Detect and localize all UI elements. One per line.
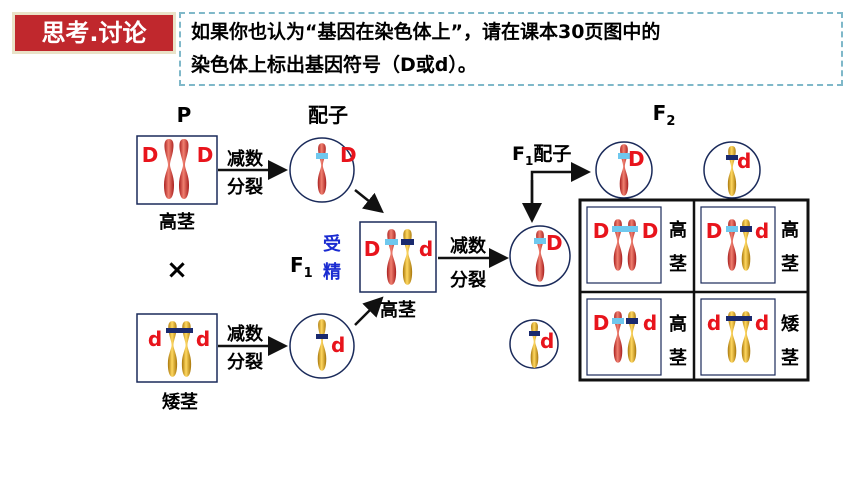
arrow [530,162,591,214]
gene-band [316,334,328,339]
gene-band [316,153,328,159]
gene-d: d [196,327,210,351]
gene-D: D [197,143,214,167]
gene-D: D [142,143,159,167]
discussion-prompt: 如果你也认为“基因在染色体上”，请在课本30页图中的 染色体上标出基因符号（D或… [179,12,843,86]
phenotype-label: 茎 [669,347,687,369]
gene-D: D [628,147,645,171]
gene-d: d [643,311,657,335]
gene-band [612,318,624,324]
gene-D: D [340,143,357,167]
tall-label: 高茎 [159,211,195,233]
gene-band [401,239,414,245]
phenotype-label: 茎 [781,347,799,369]
phenotype-label: 矮 [781,313,800,335]
fertilization-label: 受 [323,233,341,255]
gene-d: d [755,219,769,243]
gene-D: D [593,311,610,335]
prompt-line-1: 如果你也认为“基因在染色体上”，请在课本30页图中的 [191,21,661,43]
meiosis-label: 分裂 [450,270,486,291]
phenotype-label: 茎 [669,253,687,275]
f1-box [359,221,437,293]
meiosis-label: 减数 [227,323,264,345]
prompt-line-2: 染色体上标出基因符号（D或d）。 [191,54,477,76]
gene-d: d [148,327,162,351]
gene-band [740,226,752,232]
gene-d: d [540,329,554,353]
cell-box-Dd [586,298,662,376]
cross-sign: × [166,255,188,285]
phenotype-label: 茎 [781,253,799,275]
gene-D: D [706,219,723,243]
p-short-box [136,313,218,383]
section-title: 思考.讨论 [12,12,176,54]
gene-band [612,226,638,232]
meiosis-label: 分裂 [227,177,263,198]
gene-band [726,316,752,321]
fertilization-label: 精 [323,261,341,283]
p-tall-box [136,135,218,205]
gene-d: d [419,237,433,261]
meiosis-label: 减数 [227,148,264,170]
gene-band [166,328,193,333]
gene-D: D [364,237,381,261]
phenotype-label: 高 [669,219,687,241]
short-label: 矮茎 [162,391,198,413]
meiosis-label: 减数 [450,235,487,257]
phenotype-label: 高 [781,219,799,241]
cell-box-DD [586,206,662,284]
gene-d: d [331,333,345,357]
f1-gamete-label: F1配子 [512,143,571,168]
cell-box-dd [700,298,776,376]
p-label: P [177,103,192,127]
gamete-label: 配子 [308,103,348,127]
f1-label: F1 [290,253,313,281]
gene-band [534,238,546,244]
gene-band [385,239,398,245]
tall-label: 高茎 [380,299,416,321]
gene-band [529,331,540,336]
arrow [354,189,384,214]
phenotype-label: 高 [669,313,687,335]
gene-band [726,155,738,160]
f2-label: F2 [653,101,676,129]
gene-d: d [737,149,751,173]
gene-D: D [546,231,563,255]
gene-band [618,153,630,159]
meiosis-label: 分裂 [227,352,263,373]
gene-D: D [593,219,610,243]
gene-d: d [755,311,769,335]
gene-D: D [642,219,659,243]
cell-box-Dd [700,206,776,284]
gene-band [626,318,638,324]
gene-d: d [707,311,721,335]
gene-band [726,226,738,232]
arrow [354,296,384,326]
